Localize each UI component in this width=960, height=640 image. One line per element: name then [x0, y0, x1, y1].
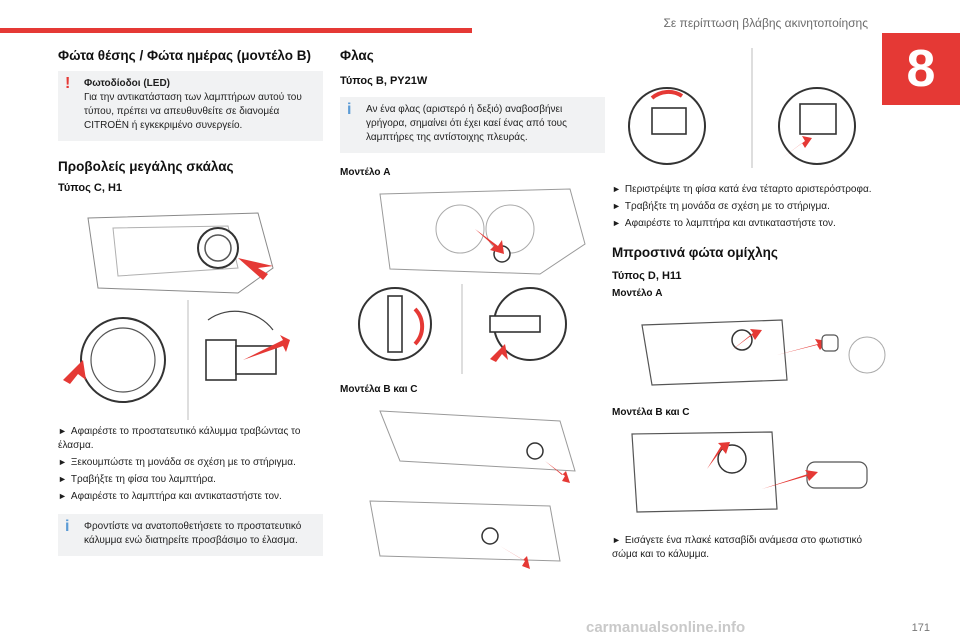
high-beam-title: Προβολείς μεγάλης σκάλας [58, 159, 234, 174]
figure-fog-bc [612, 424, 887, 519]
fog-title: Μπροστινά φώτα ομίχλης [612, 245, 778, 260]
list-item: ►Περιστρέψτε τη φίσα κατά ένα τέταρτο αρ… [612, 184, 872, 195]
info-box: i Αν ένα φλας (αριστερό ή δεξιό) αναβοσβ… [340, 97, 605, 153]
info-text: Φροντίστε να ανατοποθετήσετε το προστατε… [84, 521, 302, 546]
exclamation-icon: ! [65, 75, 71, 92]
column-2: Φλας Τύπος B, PY21W i Αν ένα φλας (αριστ… [340, 48, 605, 581]
indicator-title: Φλας [340, 48, 374, 63]
triangle-right-icon: ► [612, 201, 621, 211]
list-item: ►Αφαιρέστε το λαμπτήρα και αντικαταστήστ… [612, 218, 836, 229]
drl-title: Φώτα θέσης / Φώτα ημέρας (μοντέλο B) [58, 48, 311, 63]
triangle-right-icon: ► [58, 426, 67, 436]
socket-steps: ►Περιστρέψτε τη φίσα κατά ένα τέταρτο αρ… [612, 182, 887, 231]
figure-headlamp [58, 208, 323, 298]
info-text: Αν ένα φλας (αριστερό ή δεξιό) αναβοσβήν… [366, 104, 567, 143]
high-beam-type: Τύπος C, H1 [58, 182, 123, 194]
indicator-type: Τύπος B, PY21W [340, 75, 428, 87]
triangle-right-icon: ► [58, 474, 67, 484]
info-icon: i [65, 518, 70, 535]
chapter-tab: 8 [882, 33, 960, 105]
triangle-right-icon: ► [612, 535, 621, 545]
fog-steps: ►Εισάγετε ένα πλακέ κατσαβίδι ανάμεσα στ… [612, 533, 887, 562]
top-accent-bar [0, 28, 472, 33]
fog-model-a: Μοντέλο A [612, 288, 663, 299]
high-beam-steps: ►Αφαιρέστε το προστατευτικό κάλυμμα τραβ… [58, 424, 323, 504]
warning-box: ! Φωτοδίοδοι (LED) Για την αντικατάσταση… [58, 71, 323, 141]
column-3: ►Περιστρέψτε τη φίσα κατά ένα τέταρτο αρ… [612, 48, 887, 572]
triangle-right-icon: ► [58, 457, 67, 467]
fog-model-bc: Μοντέλα B και C [612, 407, 690, 418]
model-bc-label: Μοντέλα B και C [340, 384, 418, 395]
list-item: ►Ξεκουμπώστε τη μονάδα σε σχέση με το στ… [58, 457, 296, 468]
figure-indicator-socket [612, 48, 887, 168]
section-header: Σε περίπτωση βλάβης ακινητοποίησης [663, 16, 868, 30]
figure-cover-and-bulb [58, 300, 323, 420]
column-1: Φώτα θέσης / Φώτα ημέρας (μοντέλο B) ! Φ… [58, 48, 323, 570]
triangle-right-icon: ► [58, 491, 67, 501]
figure-indicator-bc [340, 401, 605, 581]
page-number: 171 [911, 622, 930, 634]
figure-indicator-a [340, 184, 605, 374]
model-a-label: Μοντέλο A [340, 167, 391, 178]
info-icon: i [347, 101, 352, 118]
info-box: i Φροντίστε να ανατοποθετήσετε το προστα… [58, 514, 323, 556]
warning-title: Φωτοδίοδοι (LED) [84, 78, 171, 89]
triangle-right-icon: ► [612, 184, 621, 194]
list-item: ►Εισάγετε ένα πλακέ κατσαβίδι ανάμεσα στ… [612, 535, 863, 560]
list-item: ►Αφαιρέστε το λαμπτήρα και αντικαταστήστ… [58, 491, 282, 502]
watermark: carmanualsonline.info [586, 619, 746, 636]
fog-type: Τύπος D, H11 [612, 270, 682, 282]
list-item: ►Τραβήξτε τη μονάδα σε σχέση με το στήρι… [612, 201, 830, 212]
list-item: ►Τραβήξτε τη φίσα του λαμπτήρα. [58, 474, 216, 485]
figure-fog-a [612, 305, 887, 395]
list-item: ►Αφαιρέστε το προστατευτικό κάλυμμα τραβ… [58, 426, 301, 451]
triangle-right-icon: ► [612, 218, 621, 228]
warning-text: Για την αντικατάσταση των λαμπτήρων αυτο… [84, 92, 302, 131]
